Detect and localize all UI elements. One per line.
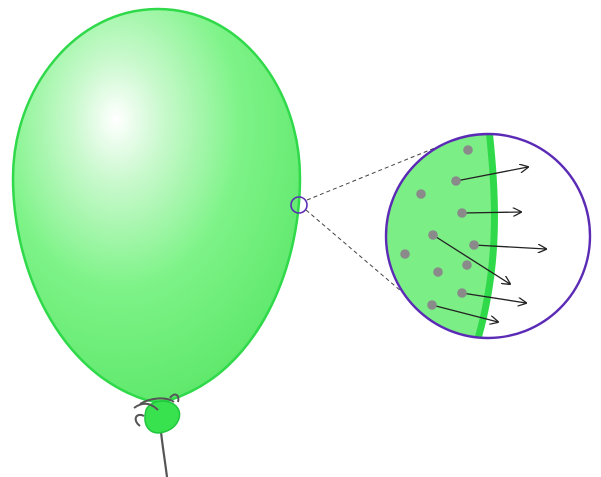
gas-molecule xyxy=(457,208,467,218)
gas-molecule xyxy=(428,230,438,240)
gas-molecule xyxy=(463,145,473,155)
gas-molecule xyxy=(469,240,479,250)
gas-molecule xyxy=(400,249,410,259)
gas-molecule xyxy=(427,300,437,310)
gas-molecule xyxy=(416,189,426,199)
balloon-body xyxy=(13,9,300,402)
gas-molecule xyxy=(433,267,443,277)
gas-molecule xyxy=(462,260,472,270)
gas-molecule xyxy=(451,176,461,186)
gas-molecule xyxy=(457,288,467,298)
magnified-view xyxy=(370,120,590,352)
